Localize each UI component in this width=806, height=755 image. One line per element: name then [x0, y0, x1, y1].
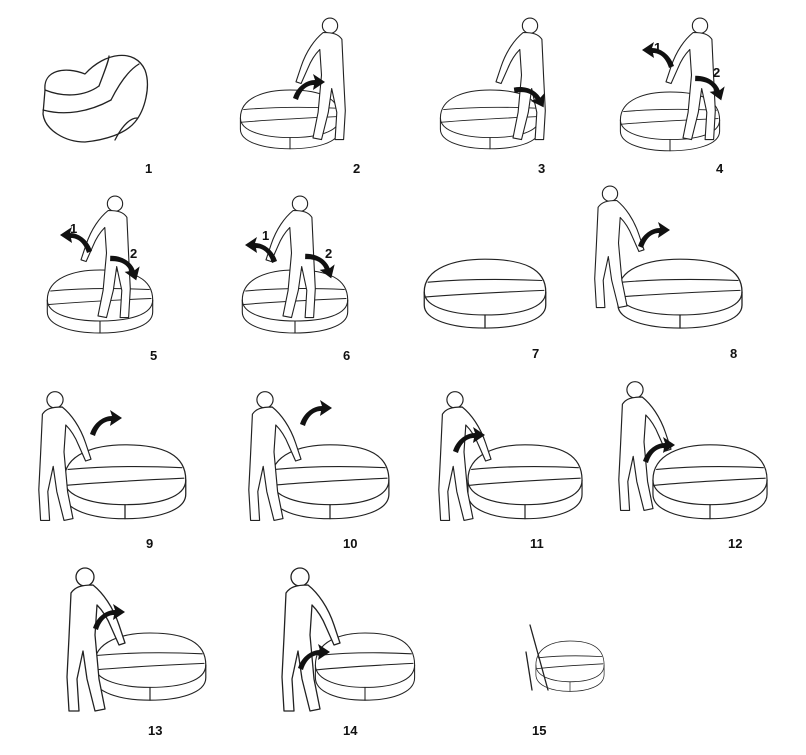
callout-label: 2 [325, 246, 332, 261]
step-number: 10 [343, 536, 357, 551]
step-2: 2 [239, 17, 360, 176]
step-6: 1 2 6 [241, 195, 350, 363]
curved-arrow-icon [300, 400, 332, 426]
callout-label: 1 [654, 40, 661, 55]
step-13: 13 [66, 567, 207, 738]
step-14: 14 [281, 567, 416, 738]
step-number: 3 [538, 161, 545, 176]
callout-label: 2 [713, 65, 720, 80]
step-number: 1 [145, 161, 152, 176]
step-12: 12 [618, 381, 768, 551]
curved-arrow-icon [638, 222, 670, 248]
step-number: 5 [150, 348, 157, 363]
step-15: 15 [525, 624, 605, 738]
step-number: 9 [146, 536, 153, 551]
step-number: 11 [530, 536, 544, 551]
step-7: 7 [423, 258, 547, 361]
step-11: 11 [438, 391, 583, 551]
callout-label: 2 [130, 246, 137, 261]
heart-sofa-illustration [42, 54, 149, 143]
step-number: 2 [353, 161, 360, 176]
step-number: 4 [716, 161, 724, 176]
step-8: 8 [594, 185, 743, 361]
callout-label: 1 [262, 228, 269, 243]
step-10: 10 [248, 391, 390, 551]
step-number: 14 [343, 723, 358, 738]
step-number: 7 [532, 346, 539, 361]
step-5: 1 2 5 [46, 195, 157, 363]
step-4: 1 2 4 [619, 17, 729, 176]
step-number: 6 [343, 348, 350, 363]
step-number: 15 [532, 723, 546, 738]
step-number: 8 [730, 346, 737, 361]
callout-label: 1 [70, 221, 77, 236]
step-1: 1 [42, 54, 152, 176]
step-9: 9 [38, 391, 187, 551]
step-3: 3 [439, 17, 551, 176]
step-number: 12 [728, 536, 742, 551]
curved-arrow-icon [90, 410, 122, 436]
step-number: 13 [148, 723, 162, 738]
